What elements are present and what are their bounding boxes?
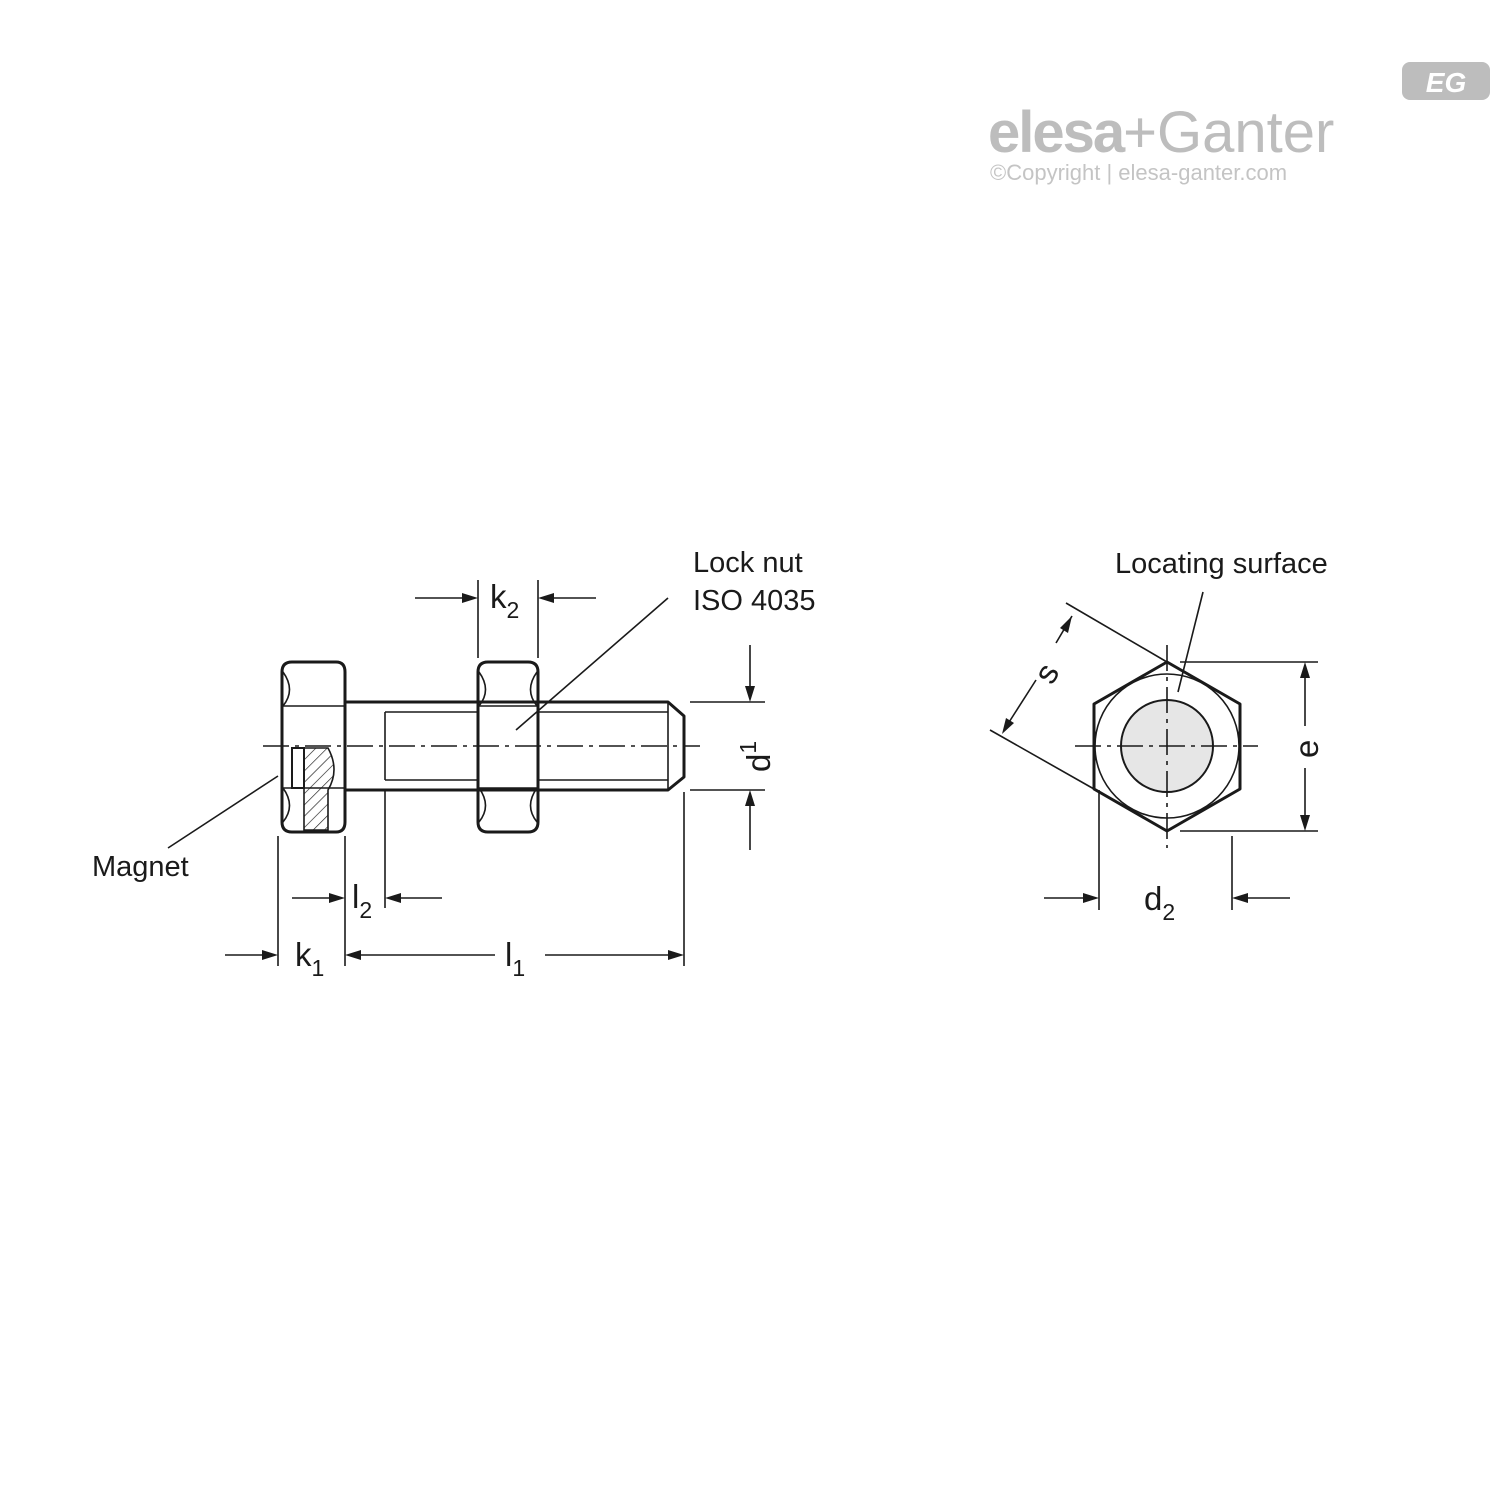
dimension-d1-index: 1 bbox=[735, 741, 761, 754]
magnet-leader bbox=[167, 775, 279, 849]
dimension-e-label: e bbox=[1288, 740, 1325, 758]
logo-brand-ganter: Ganter bbox=[1157, 100, 1334, 165]
dimension-k1-letter: k bbox=[295, 936, 312, 973]
dimension-k1: k1 bbox=[225, 936, 324, 981]
elesa-ganter-logo: EG elesa+Ganter ©Copyright | elesa-gante… bbox=[988, 62, 1490, 185]
dimension-d2-letter: d bbox=[1144, 880, 1162, 917]
dimension-l2-index: 2 bbox=[359, 897, 372, 923]
magnet-label: Magnet bbox=[92, 851, 189, 883]
dimension-k2-label: k2 bbox=[490, 578, 519, 623]
logo-wordmark: elesa+Ganter bbox=[988, 100, 1334, 165]
locating-surface-leader bbox=[1177, 591, 1204, 693]
dimension-l1-label: l1 bbox=[505, 936, 525, 981]
logo-copyright: ©Copyright | elesa-ganter.com bbox=[990, 160, 1287, 185]
screw-shank bbox=[343, 700, 686, 792]
logo-badge-text: EG bbox=[1426, 67, 1466, 98]
dimension-k1-index: 1 bbox=[312, 955, 325, 981]
dimension-d2: d2 bbox=[1044, 790, 1290, 925]
logo-brand-elesa: elesa bbox=[988, 100, 1126, 165]
end-view: Locating surface s e bbox=[989, 548, 1328, 925]
dimension-d2-label: d2 bbox=[1144, 880, 1175, 925]
magnet-pocket bbox=[291, 747, 305, 789]
logo-brand-plus: + bbox=[1123, 100, 1157, 165]
lock-nut-label: Lock nut bbox=[693, 547, 803, 579]
dimension-k2-index: 2 bbox=[507, 597, 520, 623]
dimension-k2: k2 bbox=[415, 578, 596, 658]
side-view: Lock nut ISO 4035 Magnet k2 d1 bbox=[92, 547, 816, 981]
dimension-d1-label: d1 bbox=[735, 741, 777, 772]
dimension-e: e bbox=[1180, 661, 1325, 832]
dimension-l2-letter: l bbox=[352, 878, 359, 915]
lock-nut-standard: ISO 4035 bbox=[693, 585, 816, 617]
dimension-l1: l1 bbox=[345, 936, 684, 981]
dimension-l1-index: 1 bbox=[512, 955, 525, 981]
dimension-l2-label: l2 bbox=[352, 878, 372, 923]
dimension-d2-index: 2 bbox=[1162, 899, 1175, 925]
screw-head bbox=[280, 660, 347, 834]
lock-nut bbox=[476, 660, 540, 834]
logo-badge bbox=[1402, 62, 1490, 100]
dimension-d1: d1 bbox=[690, 645, 777, 850]
dimension-l2: l2 bbox=[292, 878, 442, 923]
dimension-k1-label: k1 bbox=[295, 936, 324, 981]
dimension-s-label: s bbox=[1026, 657, 1066, 690]
locating-surface-label: Locating surface bbox=[1115, 548, 1328, 580]
dimension-k2-letter: k bbox=[490, 578, 507, 615]
lock-nut-leader bbox=[515, 597, 669, 731]
magnet-hatch bbox=[303, 747, 335, 831]
dimension-d1-letter: d bbox=[740, 754, 777, 772]
dimension-l1-letter: l bbox=[505, 936, 512, 973]
